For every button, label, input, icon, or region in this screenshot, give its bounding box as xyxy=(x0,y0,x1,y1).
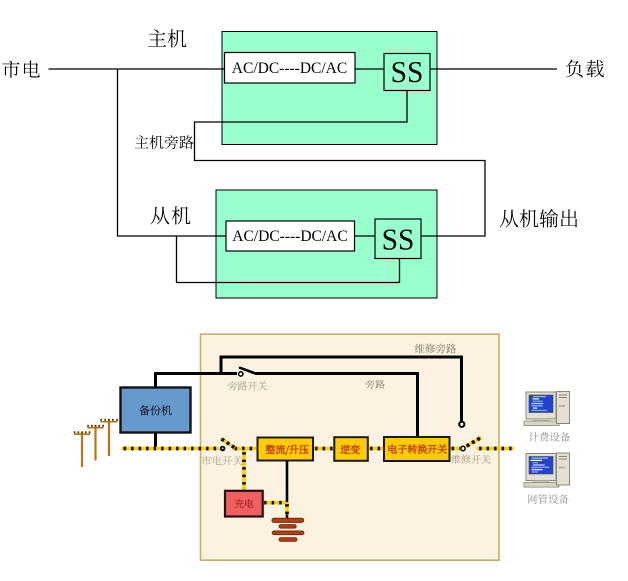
svg-text:AC/DC----DC/AC: AC/DC----DC/AC xyxy=(232,228,347,245)
svg-text:SS: SS xyxy=(382,222,415,257)
svg-text:SS: SS xyxy=(391,54,424,89)
svg-text:AC/DC----DC/AC: AC/DC----DC/AC xyxy=(232,60,347,77)
